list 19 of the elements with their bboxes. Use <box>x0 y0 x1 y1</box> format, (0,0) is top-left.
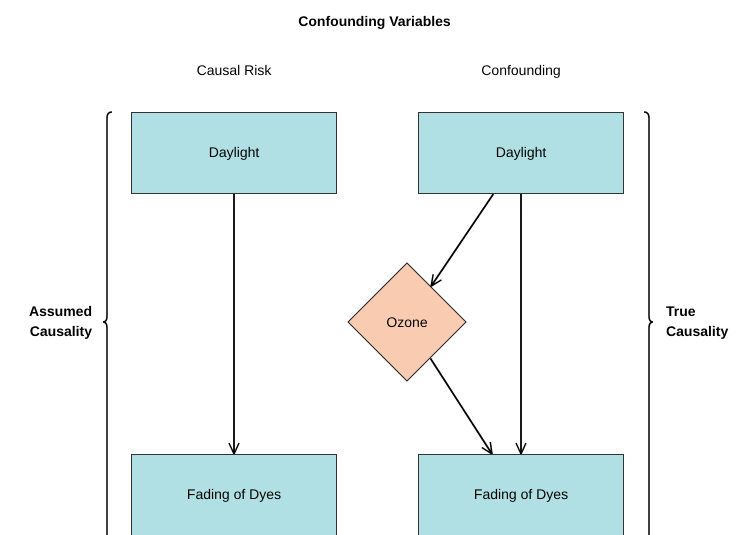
arrow <box>430 358 493 455</box>
node-label: Daylight <box>208 143 260 162</box>
process-box <box>131 454 337 535</box>
process-box <box>131 112 337 194</box>
node-label: Daylight <box>496 143 546 162</box>
column-heading: Confounding <box>480 61 562 80</box>
arrow <box>515 194 527 455</box>
arrow <box>228 194 240 455</box>
column-heading: Causal Risk <box>196 61 272 80</box>
node-label: Fading of Dyes <box>474 485 568 504</box>
decision-diamond <box>347 262 467 382</box>
arrow <box>430 194 494 287</box>
process-box <box>418 112 624 194</box>
diagram-title: Confounding Variables <box>297 12 452 31</box>
brace-label: Assumed Causality <box>28 302 92 341</box>
process-box <box>418 454 624 535</box>
node-label: Fading of Dyes <box>186 485 282 504</box>
brace-label: True Causality <box>666 302 730 341</box>
node-label: Ozone <box>386 312 428 332</box>
